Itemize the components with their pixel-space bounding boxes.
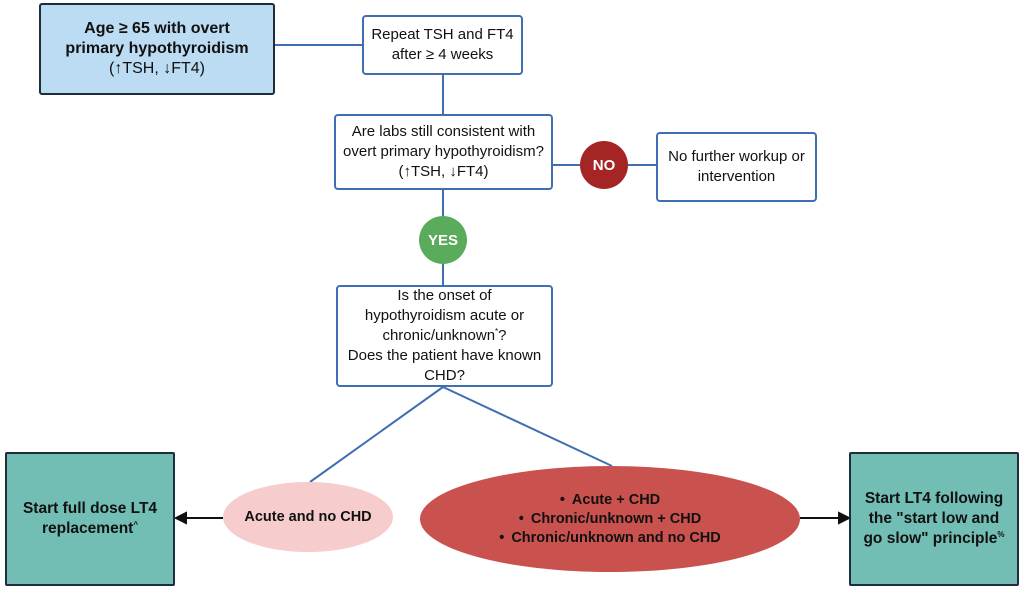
yes-circle: YES (419, 216, 467, 264)
repeat-line-2: after ≥ 4 weeks (391, 46, 494, 63)
arrow-to-full-dose-head (173, 511, 187, 525)
question2-line-3: chronic/unknown*? (382, 326, 506, 346)
question2-line-1: Is the onset of (397, 287, 492, 304)
other-case-item: Chronic/unknown and no CHD (499, 529, 720, 548)
other-cases-list: Acute + CHD Chronic/unknown + CHD Chroni… (499, 491, 721, 548)
full-dose-line-2: replacement^ (42, 519, 138, 539)
low-slow-line-1: Start LT4 following (864, 490, 1004, 507)
acute-no-chd-ellipse: Acute and no CHD (223, 482, 393, 552)
question1-line-2: overt primary hypothyroidism? (343, 143, 544, 160)
question1-line-3: (↑TSH, ↓FT4) (398, 163, 489, 180)
question2-line-4: Does the patient have known (347, 347, 542, 364)
no-label: NO (592, 156, 616, 174)
other-case-item: Chronic/unknown + CHD (499, 510, 721, 529)
acute-no-chd-label: Acute and no CHD (244, 509, 372, 525)
full-dose-line-2-text: replacement (42, 520, 134, 537)
start-low-go-slow-box: Start LT4 following the "start low and g… (849, 452, 1019, 586)
question-labs-consistent-box: Are labs still consistent with overt pri… (334, 114, 553, 190)
low-slow-line-3: go slow" principle% (863, 529, 1004, 549)
start-line-3: (↑TSH, ↓FT4) (109, 60, 205, 77)
question2-line-3-end: ? (498, 327, 507, 344)
full-dose-caret: ^ (133, 519, 138, 529)
arrow-to-low-slow-head (838, 511, 852, 525)
question2-line-5: CHD? (424, 367, 465, 384)
no-circle: NO (580, 141, 628, 189)
start-line-1: Age ≥ 65 with overt (84, 20, 230, 37)
low-slow-line-2: the "start low and (868, 510, 1000, 527)
low-slow-line-3-text: go slow" principle (863, 530, 998, 547)
no-outcome-line-1: No further workup or (668, 148, 805, 165)
full-dose-box: Start full dose LT4 replacement^ (5, 452, 175, 586)
repeat-line-1: Repeat TSH and FT4 (371, 26, 514, 43)
start-condition-box: Age ≥ 65 with overt primary hypothyroidi… (39, 3, 275, 95)
question2-line-2: hypothyroidism acute or (364, 307, 525, 324)
question2-asterisk: * (495, 327, 499, 336)
question2-line-3-text: chronic/unknown (382, 327, 496, 344)
no-further-workup-box: No further workup or intervention (656, 132, 817, 202)
no-outcome-line-2: intervention (697, 168, 776, 185)
question2-to-acute-line (309, 386, 444, 483)
repeat-labs-box: Repeat TSH and FT4 after ≥ 4 weeks (362, 15, 523, 75)
full-dose-line-1: Start full dose LT4 (22, 500, 158, 517)
question2-to-other-line (442, 386, 613, 467)
yes-label: YES (427, 231, 458, 249)
start-line-2: primary hypothyroidism (65, 40, 249, 57)
other-case-item: Acute + CHD (499, 491, 721, 510)
question1-line-1: Are labs still consistent with (351, 123, 536, 140)
other-cases-ellipse: Acute + CHD Chronic/unknown + CHD Chroni… (420, 466, 800, 572)
question-onset-box: Is the onset of hypothyroidism acute or … (336, 285, 553, 387)
low-slow-percent: % (997, 529, 1005, 539)
